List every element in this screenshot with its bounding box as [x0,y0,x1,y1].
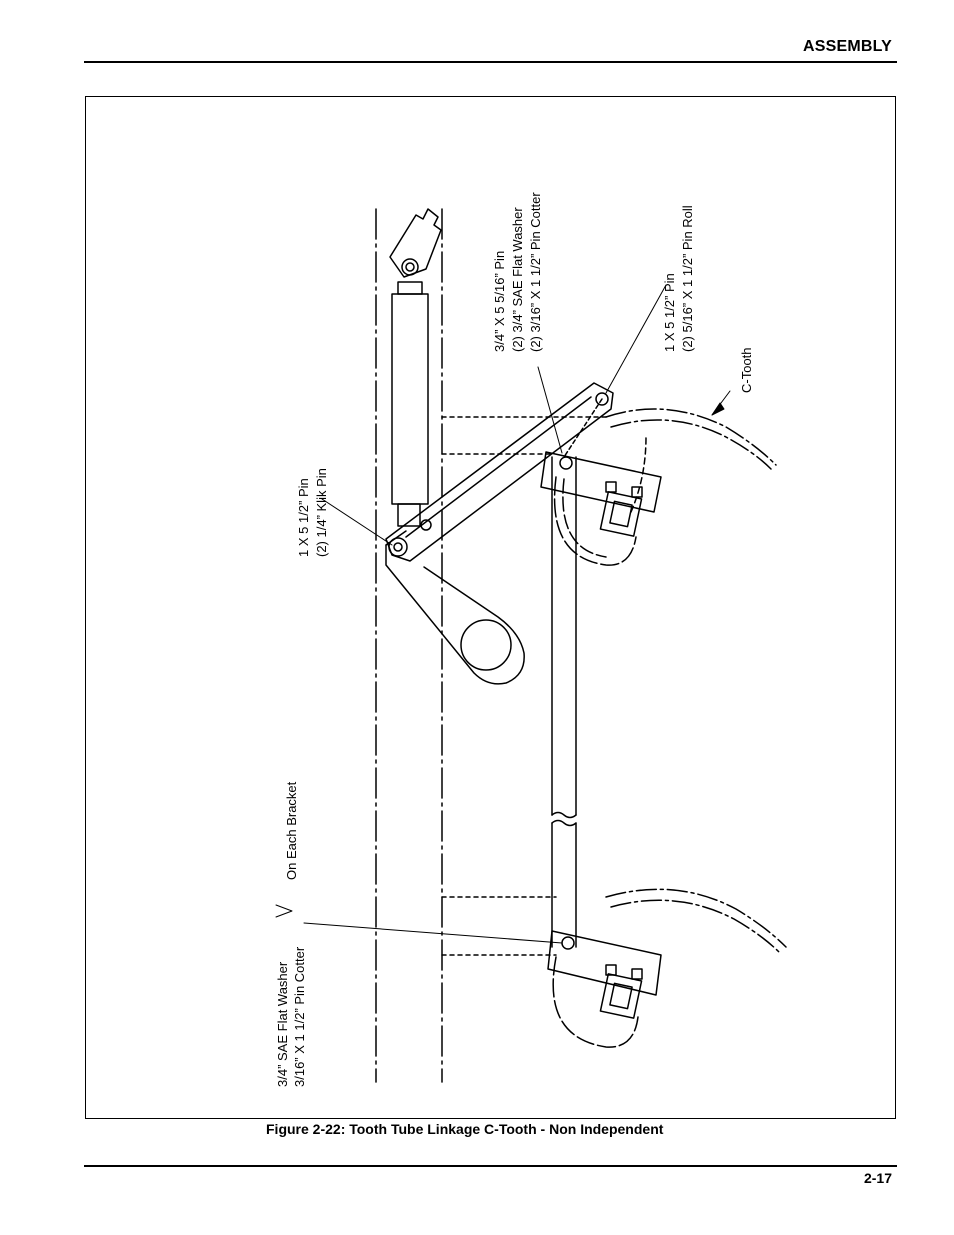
long-link [385,382,614,562]
pin-top-label-2: (2) 3/4” SAE Flat Washer [510,207,525,352]
klik-pin-label-1: 1 X 5 1/2” Pin [296,478,311,557]
linkage-drawing: 3/4” X 5 5/16” Pin (2) 3/4” SAE Flat Was… [275,192,787,1087]
leader-pin-top [537,366,563,454]
pin-roll-label-1: 1 X 5 1/2” Pin [662,273,677,352]
leader-bracket [303,922,563,944]
c-tooth-label: C-Tooth [739,347,754,393]
upper-c-tooth [553,408,777,566]
hydraulic-cylinder [389,208,442,527]
bracket-note-label: On Each Bracket [284,781,299,880]
figure-caption: Figure 2-22: Tooth Tube Linkage C-Tooth … [266,1121,664,1137]
lower-c-tooth [552,888,787,1048]
figure-frame: 3/4” X 5 5/16” Pin (2) 3/4” SAE Flat Was… [85,96,896,1119]
bracket-brace-symbol [275,904,293,918]
leader-c-tooth-arrowhead [711,402,725,416]
header-rule [84,61,897,63]
bracket-label-1: 3/4” SAE Flat Washer [275,961,290,1087]
lower-bracket [547,930,662,1019]
page-number: 2-17 [863,1170,892,1186]
section-title: ASSEMBLY [802,38,892,55]
leader-klik-pin [321,498,393,546]
pin-roll-label-2: (2) 5/16” X 1 1/2” Pin Roll [680,205,695,352]
pin-top-label-3: (2) 3/16” X 1 1/2” Pin Cotter [528,192,543,352]
rocker-arm [385,530,525,685]
footer-rule [84,1165,897,1167]
upper-bracket [540,451,662,537]
leader-pin-roll [605,284,667,394]
klik-pin-label-2: (2) 1/4” Klik Pin [314,468,329,557]
bracket-label-2: 3/16” X 1 1/2” Pin Cotter [292,946,307,1087]
pin-top-label-1: 3/4” X 5 5/16” Pin [492,251,507,352]
tooth-tube [551,456,577,948]
